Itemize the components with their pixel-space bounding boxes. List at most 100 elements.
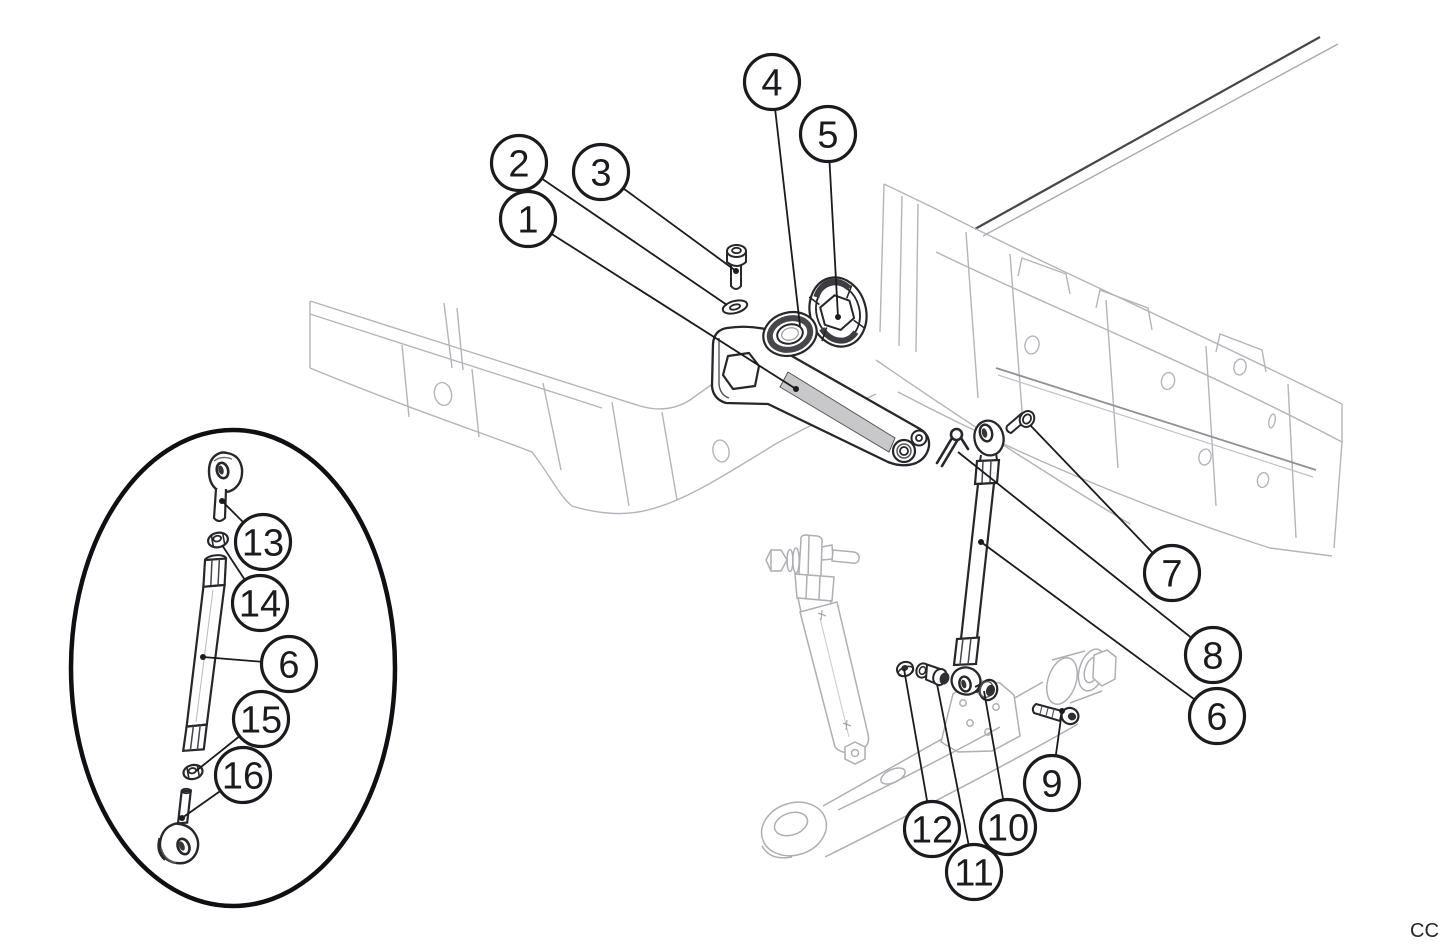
- callout-16-target-dot: [179, 815, 185, 821]
- beam-bottom-edge: [309, 367, 780, 515]
- detail-bottom-rodend-crescent: [178, 841, 185, 851]
- callout-2-circle: [489, 133, 549, 193]
- beam-crease-1: [401, 344, 410, 418]
- callout-2-number: 2: [508, 144, 529, 186]
- callout-8-number: 8: [1202, 636, 1223, 678]
- callout-11-circle: [944, 842, 1004, 902]
- part-12-nut: [895, 660, 915, 678]
- arm-end-hex: [1092, 649, 1117, 687]
- detail-view-ellipse: [68, 427, 398, 909]
- callout-16-circle: [213, 745, 273, 805]
- arm-oval-hole: [880, 767, 906, 785]
- rail-diagonal-dark: [995, 367, 1317, 471]
- callout-6-detail-target-dot: [200, 654, 206, 660]
- rail-hole-1: [1024, 335, 1040, 355]
- bolt9-threads: [1039, 705, 1055, 719]
- arm-barrel-lines: [1051, 650, 1103, 704]
- callout-6-detail-number: 6: [278, 645, 299, 687]
- rail-tab-1: [1017, 257, 1071, 295]
- arm-shock-boss-hole: [850, 748, 860, 758]
- callout-8-leader: [957, 451, 1214, 656]
- cotter-leg-1: [935, 436, 954, 465]
- arm-fork-eye-upper: [910, 429, 928, 447]
- beam-hole-2: [712, 439, 730, 463]
- shock-collar-facets: [805, 574, 821, 601]
- callout-8-circle: [1183, 625, 1243, 685]
- callout-15-circle: [231, 689, 291, 749]
- arm-eye-depth: [761, 845, 793, 859]
- part11-barrel-cap: [939, 672, 950, 685]
- cotter-loop: [949, 427, 964, 442]
- torsion-bar-line-light: [982, 43, 1339, 237]
- nut14-bore: [212, 534, 223, 543]
- shock-absorber-context: [765, 534, 870, 754]
- detail-top-rodend-arc: [213, 456, 233, 462]
- arm-hex-hole: [721, 351, 761, 391]
- link-top-eye-crescent: [981, 428, 988, 438]
- bolt3-socket: [731, 246, 742, 255]
- callout-6-detail-circle: [259, 634, 319, 694]
- bolt3-head-top: [726, 244, 747, 258]
- arm-bushing-eye-outer: [760, 801, 828, 857]
- washer2-inner: [729, 303, 741, 311]
- part-4-bushing: [762, 310, 818, 358]
- part-11-bolt-bushing: [915, 662, 950, 687]
- part-7-pin: [1005, 410, 1036, 435]
- beam-crease-3: [471, 368, 480, 438]
- gusset-hole-3: [992, 703, 1000, 711]
- link-bottom-eye-crescent: [961, 679, 967, 689]
- callout-circles: [213, 52, 1247, 902]
- detail-top-rodend-shank: [212, 488, 228, 523]
- callout-3-target-dot: [733, 268, 739, 274]
- rail-crease-1: [965, 231, 979, 399]
- link-bottom-hex: [952, 636, 981, 667]
- rail-hole-5: [1256, 471, 1270, 489]
- rail-hole-2: [1160, 371, 1176, 391]
- lower-control-arm-context: [760, 648, 1117, 859]
- callout-10-number: 10: [987, 808, 1029, 850]
- arm-barrel-left: [1046, 657, 1078, 705]
- callout-4-number: 4: [761, 63, 782, 105]
- bolt9-socket: [1067, 712, 1077, 721]
- callout-11-number: 11: [954, 853, 993, 895]
- callout-1-number: 1: [517, 200, 538, 242]
- callout-12-number: 12: [911, 810, 953, 852]
- link-bottom-hex-facets: [959, 637, 972, 665]
- cotter-leg-2: [940, 439, 959, 468]
- callout-6-main-number: 6: [1206, 697, 1227, 739]
- callout-12-circle: [902, 799, 962, 859]
- callout-15-number: 15: [240, 700, 282, 742]
- callout-13-number: 13: [242, 523, 284, 565]
- callout-5-leader: [827, 133, 839, 318]
- arm-top-edge: [822, 681, 1044, 807]
- shock-tick-1: [817, 609, 827, 621]
- shock-center-line: [819, 617, 850, 738]
- callout-10-circle: [978, 797, 1038, 857]
- detail-tube-bottom-hex-facets: [189, 725, 201, 751]
- callout-9-target-dot: [1059, 708, 1065, 714]
- part-6-link-main: [950, 419, 1005, 696]
- rail-tab-2: [1095, 289, 1153, 331]
- callout-3-circle: [571, 142, 631, 202]
- bushing-band: [766, 315, 814, 353]
- arm-fork-eye-lower: [891, 438, 917, 464]
- nut14-facets: [210, 532, 226, 548]
- rail-crease-4: [1205, 345, 1217, 507]
- shock-block-facet: [807, 535, 810, 581]
- arm-channel-shading: [779, 371, 896, 453]
- rail-bottom-chord: [897, 391, 1333, 557]
- nut12-bore: [901, 664, 909, 672]
- callout-11-leader: [936, 683, 975, 873]
- rail-second-chord: [935, 251, 1343, 443]
- shock-pin: [831, 549, 860, 564]
- detail-bottom-rodend-shank-top: [180, 787, 192, 795]
- callout-6-main-target-dot: [978, 539, 984, 545]
- part-8-cotter-pin: [935, 427, 970, 468]
- credit-label: CC: [1410, 920, 1439, 942]
- callout-14-number: 14: [239, 584, 281, 626]
- rail-crease-2: [1009, 253, 1024, 425]
- washer2-outer: [721, 299, 749, 315]
